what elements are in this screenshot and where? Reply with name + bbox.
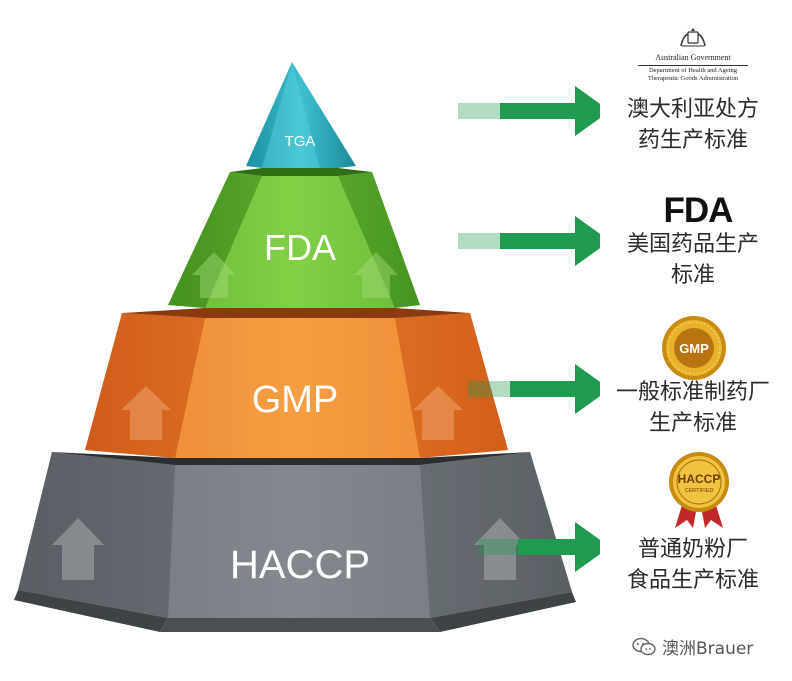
arrow-right-icon <box>468 364 600 414</box>
svg-text:GMP: GMP <box>679 341 709 356</box>
up-arrow-icon <box>52 518 104 580</box>
tier-gmp <box>85 308 508 458</box>
fda-description-line1: 美国药品生产 <box>626 232 759 257</box>
tier-tga <box>246 62 356 168</box>
up-arrow-icon <box>413 386 463 440</box>
arrow-right-icon <box>458 86 600 136</box>
arrow-right-icon <box>478 522 600 572</box>
gov-department: Department of Health and Ageing <box>648 67 738 74</box>
arrow-right-icon <box>458 216 600 266</box>
gmp-description: 一般标准制药厂 生产标准 <box>598 377 788 439</box>
svg-text:CERTIFIED: CERTIFIED <box>685 488 714 494</box>
gmp-description-line2: 生产标准 <box>648 411 737 436</box>
gmp-seal-icon: GMP <box>662 316 726 380</box>
fda-description-line2: 标准 <box>670 263 715 288</box>
up-arrow-icon <box>192 252 236 298</box>
wechat-icon <box>632 637 656 655</box>
australian-coat-of-arms-icon <box>680 28 706 47</box>
fda-description: 美国药品生产 标准 <box>598 229 788 291</box>
watermark-text: 澳洲Brauer <box>662 639 754 659</box>
tier-haccp <box>14 452 576 632</box>
gov-agency: Therapeutic Goods Administration <box>647 75 739 82</box>
pyramid-diagram: TGA FDA GMP HACCP <box>14 62 600 632</box>
watermark: 澳洲Brauer <box>632 634 753 659</box>
tier-fda <box>168 168 420 308</box>
svg-text:HACCP: HACCP <box>678 472 721 486</box>
fda-logo: FDA <box>664 192 735 226</box>
up-arrow-icon <box>474 518 526 580</box>
fda-label: FDA <box>264 227 336 268</box>
svg-text:FDA: FDA <box>664 192 734 226</box>
up-arrow-icon <box>121 386 171 440</box>
gmp-description-line1: 一般标准制药厂 <box>615 380 770 405</box>
tga-label: TGA <box>285 133 316 150</box>
tga-description-line2: 药生产标准 <box>637 128 748 153</box>
haccp-description-line1: 普通奶粉厂 <box>637 537 748 562</box>
australian-government-logo: Australian Government Department of Heal… <box>632 26 754 83</box>
haccp-description: 普通奶粉厂 食品生产标准 <box>598 534 788 596</box>
haccp-seal-icon: HACCP CERTIFIED <box>669 452 729 528</box>
tga-description: 澳大利亚处方 药生产标准 <box>598 94 788 156</box>
gov-name: Australian Government <box>655 53 731 62</box>
gmp-label: GMP <box>252 379 339 421</box>
up-arrow-icon <box>354 252 398 298</box>
tga-description-line1: 澳大利亚处方 <box>626 97 759 122</box>
haccp-description-line2: 食品生产标准 <box>626 568 759 593</box>
haccp-label: HACCP <box>230 543 370 587</box>
